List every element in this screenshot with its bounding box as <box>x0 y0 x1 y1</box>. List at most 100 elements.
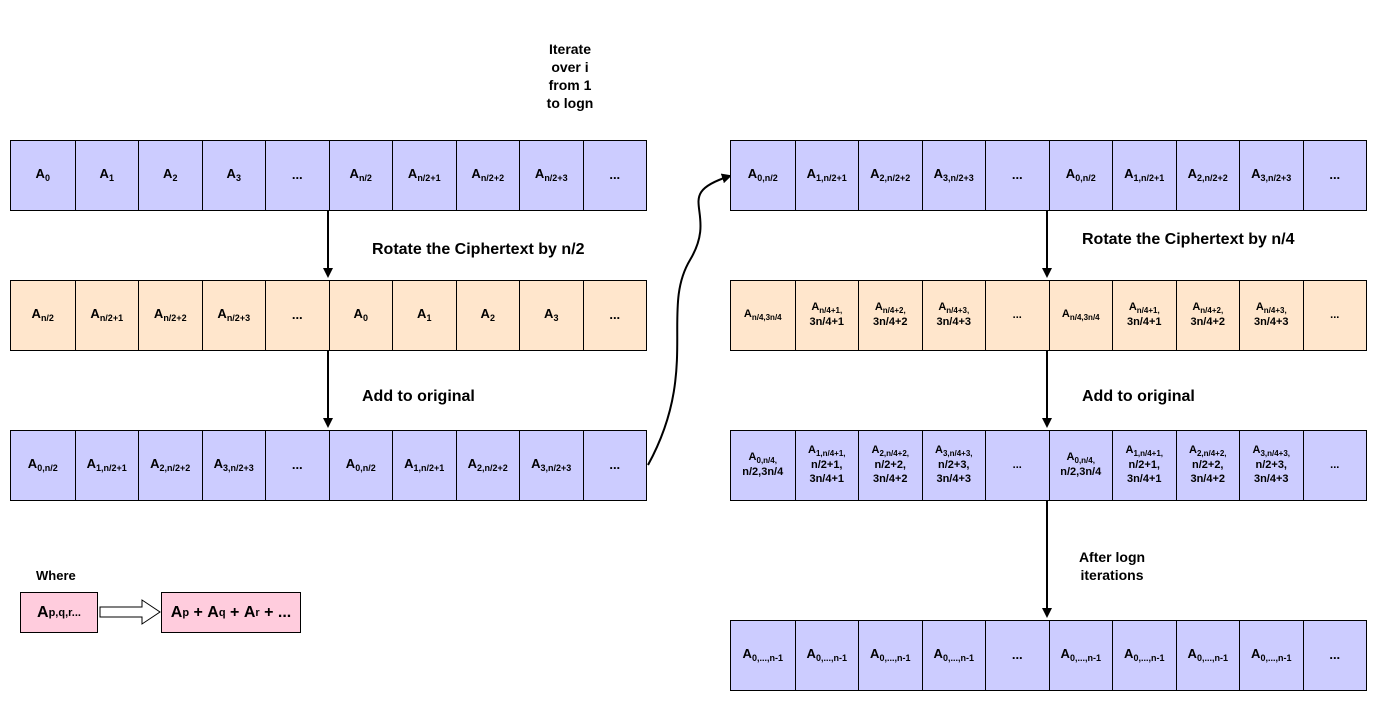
cell: A3 <box>519 281 583 350</box>
cell-subscript: 2,n/2+2 <box>879 173 911 184</box>
cell-subscript: 1 <box>108 173 114 184</box>
cell-base: A <box>349 166 359 182</box>
cell-subscript: n/4+3, <box>946 306 970 316</box>
cell-line: A0,n/2 <box>748 166 778 184</box>
cell-subscript: n/2+1 <box>417 173 441 184</box>
cell-text: 3n/4+1 <box>809 316 845 329</box>
cell-subscript: 0,n/2 <box>1075 173 1096 184</box>
cell-line: A0 <box>36 166 50 184</box>
cell-line: ... <box>609 167 620 183</box>
cell-subscript: n/2 <box>358 173 372 184</box>
cell-line: 3n/4+3 <box>1252 473 1290 487</box>
cell-subscript: 0,...,n-1 <box>1196 653 1228 664</box>
cell-base: A <box>1060 646 1070 662</box>
cell-text: n/2+2, <box>1192 459 1224 472</box>
cell: A0,...,n-1 <box>921 621 985 690</box>
cell-text: 3n/4+3 <box>936 316 972 329</box>
cell: ... <box>985 621 1049 690</box>
cell-text: n/2+1, <box>811 459 843 472</box>
cell: An/2+3 <box>519 141 583 210</box>
cell-line: ... <box>609 307 620 323</box>
cell-base: A <box>1251 646 1261 662</box>
cell: A0,n/4,n/2,3n/4 <box>731 431 795 500</box>
cell-content: An/2 <box>32 306 54 324</box>
cell-content: A1,n/2+1 <box>87 456 127 474</box>
cell-subscript: n/4+1, <box>1136 306 1160 316</box>
cell-subscript: n/4,3n/4 <box>1069 313 1100 322</box>
cell: An/4+3,3n/4+3 <box>921 281 985 350</box>
cell: A1,n/4+1,n/2+1,3n/4+1 <box>1112 431 1176 500</box>
cell: An/4+1,3n/4+1 <box>1112 281 1176 350</box>
cell-base: A <box>531 456 541 472</box>
add-left-label: Add to original <box>362 388 475 405</box>
cell-line: A0,n/2 <box>1066 166 1096 184</box>
cell-subscript: n/2+3 <box>226 313 251 324</box>
cell-text: 3n/4+3 <box>1253 473 1289 485</box>
cell-base: A <box>99 166 109 182</box>
cell-subscript: 3,n/4+3, <box>942 449 973 459</box>
cell: A3 <box>201 141 265 210</box>
cell-line: ... <box>1013 459 1022 473</box>
cell: An/2+2 <box>455 141 519 210</box>
cell-base: A <box>1252 444 1261 457</box>
cell: ... <box>985 141 1049 210</box>
cell-line: A0,n/2 <box>346 456 376 474</box>
cell-base: A <box>1187 166 1198 182</box>
cell: A2,n/2+2 <box>1175 141 1239 210</box>
cell-line: ... <box>1012 167 1023 183</box>
cell: A3,n/2+3 <box>201 431 265 500</box>
cell-line: A0,n/2 <box>28 456 58 474</box>
cell-base: A <box>1066 451 1075 464</box>
cell-subscript: 1,n/2+1 <box>96 463 127 474</box>
cell-line: 3n/4+3 <box>936 316 971 330</box>
cell-base: A <box>933 646 943 662</box>
cell-text: ... <box>1330 308 1340 321</box>
cell-line: A0,...,n-1 <box>807 646 847 664</box>
cell: An/4+2,3n/4+2 <box>1175 281 1239 350</box>
cell: A2,n/4+2,n/2+2,3n/4+2 <box>858 431 922 500</box>
cell-content: An/2+2 <box>471 166 504 184</box>
cell-subscript: 3,n/2+3 <box>1260 173 1292 184</box>
cell-line: A2,n/2+2 <box>1188 166 1228 184</box>
cell-base: A <box>534 166 545 182</box>
cell-line: A2,n/2+2 <box>468 456 508 474</box>
cell: ... <box>265 281 329 350</box>
cell: ... <box>985 281 1049 350</box>
cell: A2 <box>138 141 202 210</box>
cell: A0,...,n-1 <box>1048 621 1112 690</box>
cell-subscript: 1,n/2+1 <box>1133 173 1165 184</box>
cell-base: A <box>471 166 481 182</box>
cell-subscript: 2,n/2+2 <box>1197 173 1228 184</box>
cell: A3,n/4+3,n/2+3,3n/4+3 <box>1239 431 1303 500</box>
cell-line: A0,...,n-1 <box>743 646 783 664</box>
cell-text: 3n/4+2 <box>1190 473 1226 485</box>
cell-line: A0,...,n-1 <box>1251 646 1291 664</box>
cell-line: ... <box>292 457 303 473</box>
cell-base: A <box>806 166 817 182</box>
cell-content: ... <box>292 167 303 183</box>
cell: A0 <box>11 141 75 210</box>
cell-text: n/2+1, <box>1128 459 1161 472</box>
cell-base: A <box>31 306 41 322</box>
cell-content: A1,n/4+1,n/2+1,3n/4+1 <box>808 444 846 487</box>
cell-line: n/2+2, <box>1189 459 1227 473</box>
cell-subscript: 2 <box>172 173 178 184</box>
cell-line: 3n/4+2 <box>1189 473 1227 487</box>
cell-text: ... <box>1012 458 1022 471</box>
legend-base: A <box>37 603 49 621</box>
cell-subscript: 2,n/4+2, <box>879 449 910 459</box>
after-line: After logn <box>1078 549 1146 565</box>
cell-line: ... <box>1330 309 1339 323</box>
cell-content: A0,...,n-1 <box>1124 646 1164 664</box>
cell-base: A <box>742 646 752 662</box>
cell: A0 <box>328 281 392 350</box>
cell-subscript: n/2+2 <box>163 313 187 324</box>
cell-text: 3n/4+3 <box>1253 316 1289 329</box>
cell: An/4,3n/4 <box>1048 281 1112 350</box>
cell-line: A0,n/4, <box>742 451 783 466</box>
